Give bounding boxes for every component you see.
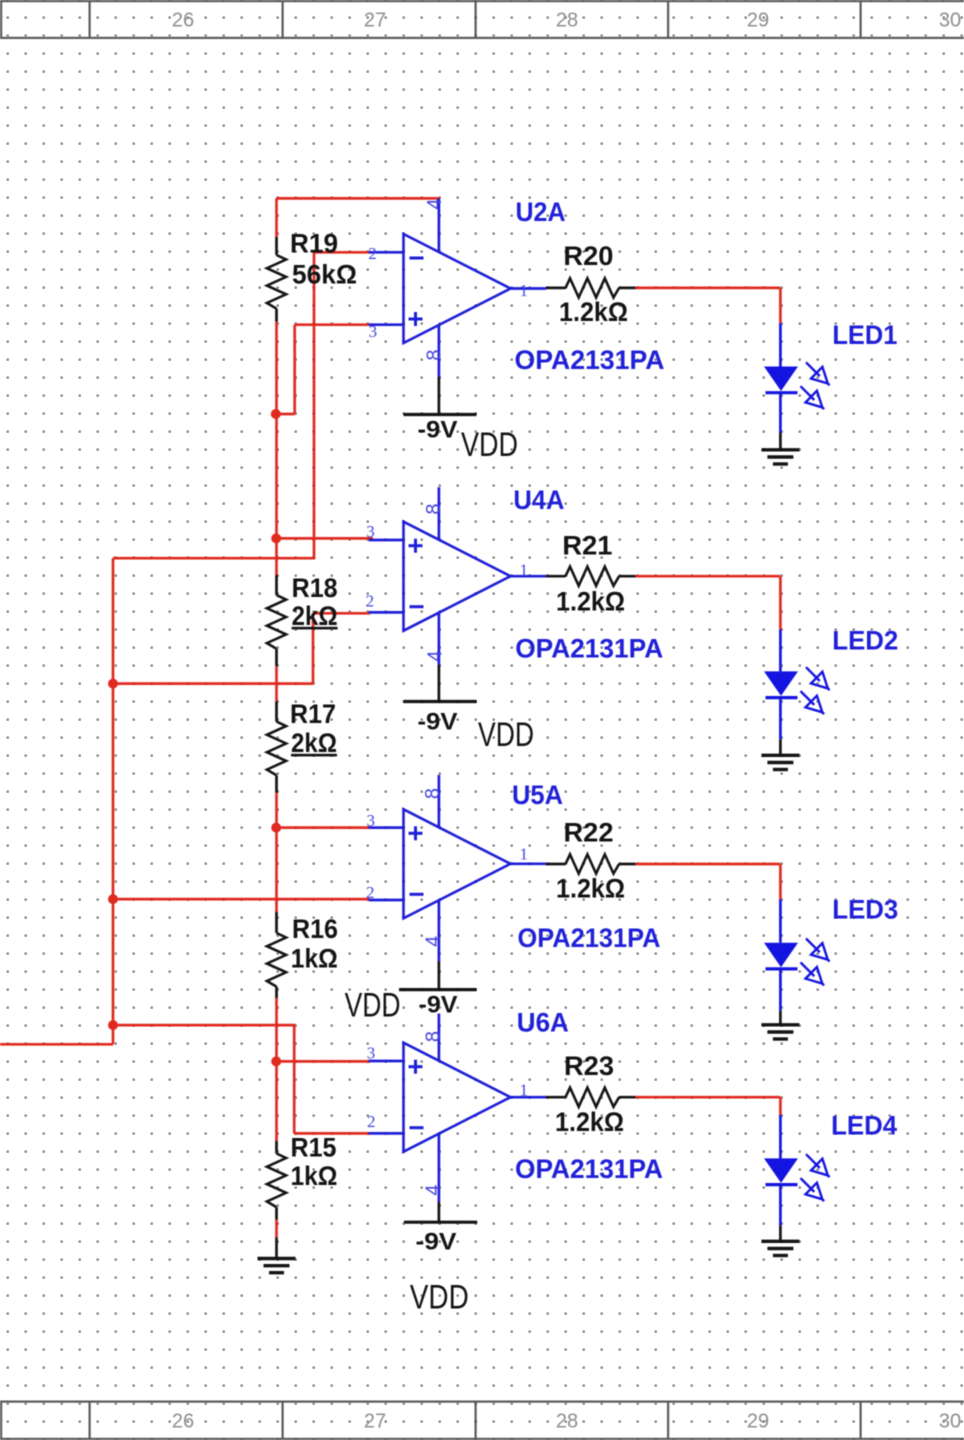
svg-text:1.2kΩ: 1.2kΩ — [556, 874, 625, 904]
svg-text:1: 1 — [520, 1080, 529, 1099]
svg-text:4: 4 — [424, 198, 446, 209]
svg-text:28: 28 — [556, 10, 578, 32]
svg-text:26: 26 — [172, 10, 194, 32]
svg-text:LED2: LED2 — [832, 625, 898, 655]
svg-text:VDD: VDD — [461, 426, 518, 464]
svg-text:VDD: VDD — [410, 1278, 469, 1316]
svg-text:2: 2 — [366, 592, 375, 611]
svg-text:OPA2131PA: OPA2131PA — [518, 923, 661, 953]
svg-text:29: 29 — [747, 1411, 769, 1433]
svg-text:R19: R19 — [290, 228, 338, 258]
svg-text:R20: R20 — [563, 241, 613, 271]
svg-text:OPA2131PA: OPA2131PA — [515, 634, 663, 664]
svg-text:-9V: -9V — [418, 708, 458, 735]
svg-text:1kΩ: 1kΩ — [291, 1161, 338, 1191]
svg-text:U2A: U2A — [516, 197, 566, 227]
svg-text:R21: R21 — [562, 531, 612, 561]
svg-text:2: 2 — [367, 1112, 376, 1131]
svg-text:R23: R23 — [564, 1051, 614, 1081]
svg-text:3: 3 — [366, 522, 375, 541]
svg-text:R17: R17 — [290, 699, 336, 729]
svg-text:R16: R16 — [292, 914, 338, 944]
svg-text:8: 8 — [423, 503, 445, 514]
svg-text:U4A: U4A — [513, 485, 564, 515]
svg-text:8: 8 — [424, 349, 446, 360]
svg-text:30: 30 — [939, 10, 961, 32]
svg-text:2kΩ: 2kΩ — [292, 601, 338, 631]
svg-text:R22: R22 — [564, 818, 614, 848]
svg-text:1: 1 — [520, 844, 529, 863]
svg-text:1.2kΩ: 1.2kΩ — [555, 1107, 624, 1137]
svg-text:2: 2 — [366, 883, 375, 902]
svg-text:3: 3 — [367, 811, 376, 830]
svg-text:-9V: -9V — [419, 992, 458, 1019]
svg-text:8: 8 — [423, 1031, 445, 1042]
svg-text:29: 29 — [747, 10, 769, 32]
svg-text:LED4: LED4 — [831, 1111, 897, 1141]
svg-text:4: 4 — [425, 650, 447, 661]
svg-text:2kΩ: 2kΩ — [291, 728, 337, 758]
svg-text:-9V: -9V — [418, 416, 458, 443]
svg-text:26: 26 — [172, 1411, 194, 1433]
svg-text:30: 30 — [939, 1411, 961, 1433]
svg-text:VDD: VDD — [478, 716, 534, 754]
svg-text:27: 27 — [364, 1411, 386, 1433]
svg-text:-9V: -9V — [416, 1228, 457, 1255]
svg-text:3: 3 — [369, 322, 378, 341]
svg-text:56kΩ: 56kΩ — [292, 259, 357, 289]
svg-text:1: 1 — [520, 281, 529, 300]
svg-text:4: 4 — [422, 936, 444, 947]
svg-text:1: 1 — [520, 560, 529, 579]
svg-text:8: 8 — [422, 788, 444, 799]
svg-text:OPA2131PA: OPA2131PA — [515, 345, 665, 375]
svg-text:1.2kΩ: 1.2kΩ — [559, 297, 628, 327]
svg-text:1kΩ: 1kΩ — [291, 943, 338, 973]
svg-text:4: 4 — [423, 1184, 445, 1195]
svg-text:U6A: U6A — [517, 1007, 569, 1037]
svg-text:U5A: U5A — [512, 780, 563, 810]
svg-text:LED1: LED1 — [832, 320, 897, 350]
svg-text:OPA2131PA: OPA2131PA — [515, 1154, 663, 1184]
svg-text:3: 3 — [367, 1043, 376, 1062]
svg-text:1.2kΩ: 1.2kΩ — [556, 587, 625, 617]
svg-text:28: 28 — [556, 1411, 578, 1433]
svg-text:VDD: VDD — [345, 986, 401, 1024]
svg-text:27: 27 — [364, 10, 386, 32]
svg-text:R18: R18 — [292, 573, 338, 603]
svg-text:2: 2 — [368, 244, 377, 263]
svg-text:LED3: LED3 — [832, 894, 898, 924]
svg-text:R15: R15 — [291, 1132, 337, 1162]
